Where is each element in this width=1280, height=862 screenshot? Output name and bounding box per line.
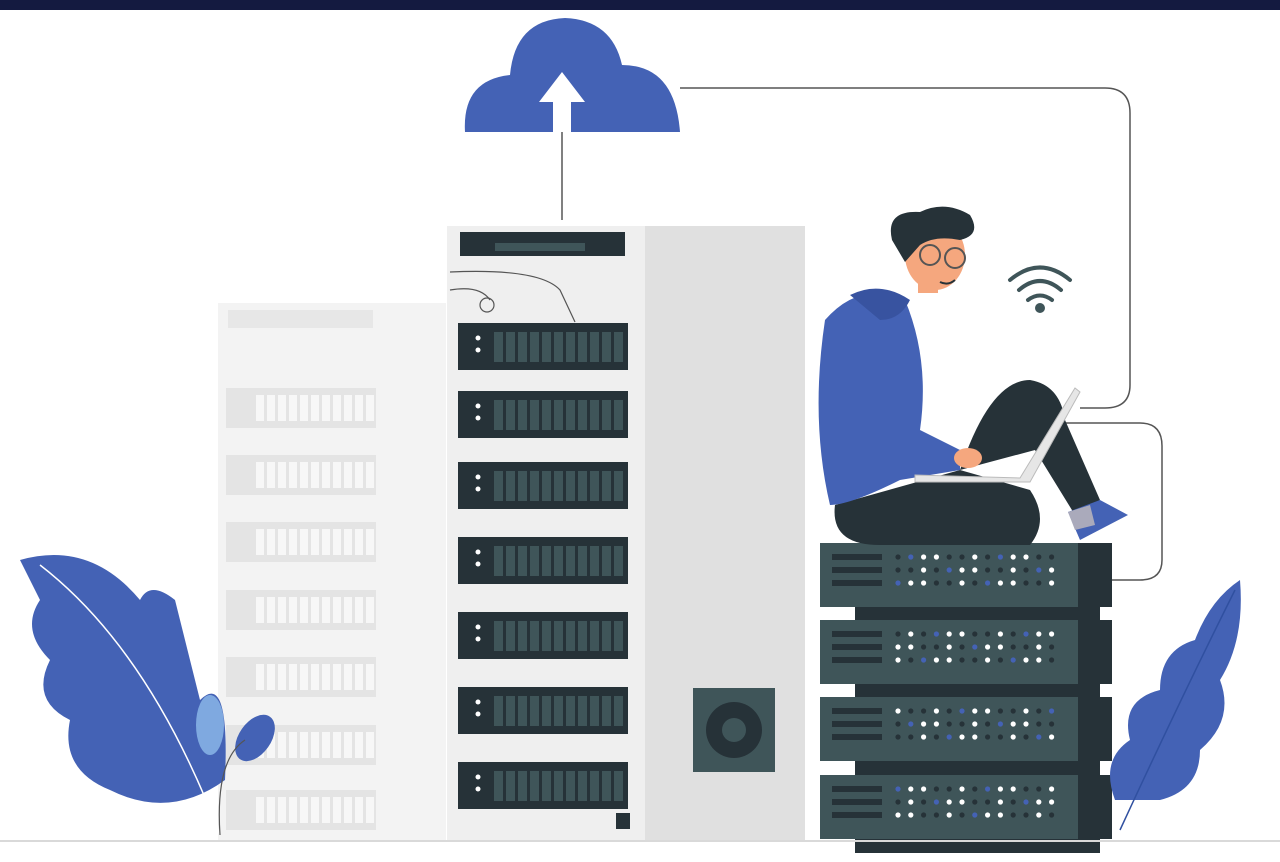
rack-unit — [458, 762, 628, 809]
rack-unit — [458, 391, 628, 438]
rack-unit — [458, 462, 628, 509]
faded-rack-unit — [226, 657, 376, 697]
faded-rack-unit — [226, 388, 376, 428]
rack-unit — [458, 537, 628, 584]
left-plant — [20, 555, 275, 836]
faded-rack-unit — [226, 790, 376, 830]
top-bar — [0, 0, 1280, 10]
right-plant — [1110, 580, 1241, 831]
stacked-server — [820, 697, 1112, 775]
main-server-rack — [447, 226, 805, 840]
stacked-server — [820, 775, 1112, 853]
wifi-icon — [1008, 265, 1072, 313]
cloud-upload-icon — [464, 18, 680, 132]
faded-rack-unit — [226, 522, 376, 562]
bottom-divider — [0, 840, 1280, 842]
server-stack — [820, 543, 1112, 853]
rack-unit — [458, 323, 628, 370]
stacked-server — [820, 620, 1112, 698]
faded-rack-unit — [226, 590, 376, 630]
stacked-server — [820, 543, 1112, 621]
rack-unit — [458, 687, 628, 734]
person-with-laptop — [818, 206, 1128, 545]
faded-rack-unit — [226, 455, 376, 495]
rack-unit — [458, 612, 628, 659]
